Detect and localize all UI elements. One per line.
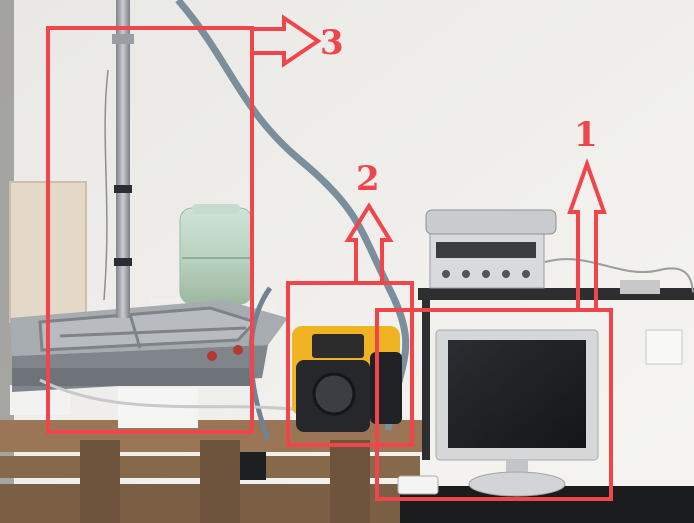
probe-wire <box>103 69 109 301</box>
shelf-leg <box>422 300 430 460</box>
probe-clamp <box>114 185 132 193</box>
callout-arrow-3 <box>250 14 322 68</box>
pallet-block <box>200 440 240 523</box>
pallet-block <box>330 440 370 523</box>
power-supply-panel <box>436 242 536 258</box>
callout-label-3: 3 <box>320 23 344 63</box>
usb-device <box>397 475 439 495</box>
callout-arrow-1 <box>567 158 607 312</box>
shelf-device <box>620 280 660 294</box>
pallet-block <box>80 440 120 523</box>
pump-rotor <box>312 372 356 416</box>
knob <box>522 270 530 278</box>
probe-clamp <box>114 258 132 266</box>
probe-clamp <box>112 34 134 44</box>
power-supply <box>429 229 545 289</box>
foam-block <box>118 388 198 428</box>
knob <box>502 270 510 278</box>
hose <box>39 378 301 412</box>
monitor-stand <box>468 471 566 497</box>
pump-display <box>312 334 364 358</box>
water-bottle-neck <box>192 204 240 214</box>
tank-divider <box>59 326 247 338</box>
monitor-screen <box>448 340 586 448</box>
tank-divider <box>128 313 142 349</box>
knob <box>442 270 450 278</box>
callout-box-1 <box>375 308 613 501</box>
knob <box>482 270 490 278</box>
monitor-neck <box>506 460 528 474</box>
callout-label-1: 1 <box>574 115 598 155</box>
probe-pole <box>116 0 130 318</box>
callout-box-2 <box>286 281 414 447</box>
hose <box>175 0 410 431</box>
pump-side <box>370 352 402 424</box>
floor-clamp <box>240 452 266 480</box>
callout-arrow-2 <box>344 202 394 285</box>
power-supply-top <box>425 209 557 235</box>
callout-label-2: 2 <box>356 159 380 199</box>
tank-lid-grid <box>38 306 258 352</box>
tank-base <box>12 368 252 386</box>
water-bottle <box>179 207 253 305</box>
callout-box-3 <box>46 26 254 434</box>
valve <box>233 345 243 355</box>
annotation-layer <box>46 26 613 501</box>
valve <box>207 351 217 361</box>
right-wall-switch <box>645 329 683 365</box>
knob <box>462 270 470 278</box>
